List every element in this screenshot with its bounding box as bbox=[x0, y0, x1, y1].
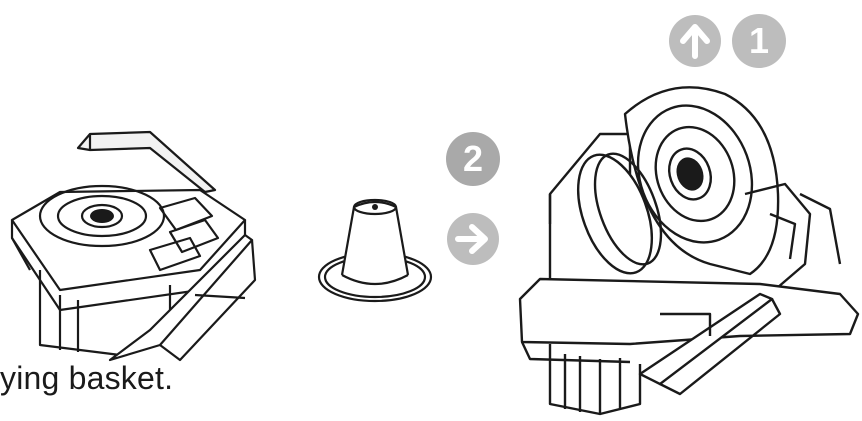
step-2-badge: 2 bbox=[446, 132, 500, 186]
coffee-capsule-illustration bbox=[310, 185, 440, 315]
instruction-caption: ying basket. bbox=[0, 360, 173, 397]
step-1-badge: 1 bbox=[732, 14, 786, 68]
brewing-unit-illustration bbox=[510, 74, 862, 419]
arrow-up-icon bbox=[668, 14, 722, 68]
arrow-right-icon bbox=[446, 212, 500, 266]
